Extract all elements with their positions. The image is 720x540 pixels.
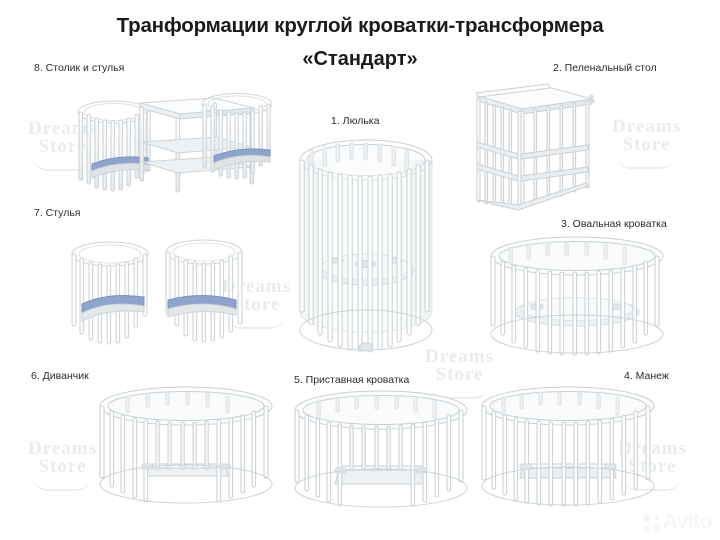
figure-cradle <box>296 134 436 356</box>
caption-oval-crib: 3. Овальная кроватка <box>561 218 667 230</box>
avito-logo-icon <box>642 513 660 531</box>
page-title: Транформации круглой кроватки-трансформе… <box>116 14 604 37</box>
figure-chairs <box>64 232 254 352</box>
figure-sofa <box>96 384 276 506</box>
figure-side-crib <box>291 388 471 510</box>
watermark-line2: Store <box>435 364 484 386</box>
poster-title-block: Транформации круглой кроватки-трансформе… <box>0 14 720 71</box>
caption-sofa: 6. Диванчик <box>31 370 89 382</box>
page-subtitle: «Стандарт» <box>302 48 418 70</box>
avito-watermark: Avito <box>642 510 713 534</box>
caption-cradle: 1. Люлька <box>331 115 380 127</box>
watermark-line2: Store <box>622 134 671 156</box>
watermark-line1: Dreams <box>28 438 97 459</box>
caption-side-crib: 5. Приставная кроватка <box>294 374 410 386</box>
watermark-swoosh-icon <box>617 155 676 170</box>
avito-wordmark: Avito <box>662 510 713 533</box>
figure-table-and-chairs <box>62 78 282 203</box>
watermark-swoosh-icon <box>33 477 92 492</box>
watermark-tile: Dreams Store <box>28 438 97 492</box>
caption-changing-table: 2. Пеленальный стол <box>553 62 657 74</box>
watermark-tile: Dreams Store <box>612 116 681 170</box>
caption-chairs: 7. Стулья <box>34 207 81 219</box>
figure-oval-crib <box>487 234 667 356</box>
watermark-line2: Store <box>38 456 87 478</box>
figure-changing-table <box>452 80 612 220</box>
watermark-line1: Dreams <box>612 116 681 137</box>
caption-table-and-chairs: 8. Столик и стулья <box>34 62 125 74</box>
caption-playpen: 4. Манеж <box>624 370 669 382</box>
figure-playpen <box>478 384 658 507</box>
